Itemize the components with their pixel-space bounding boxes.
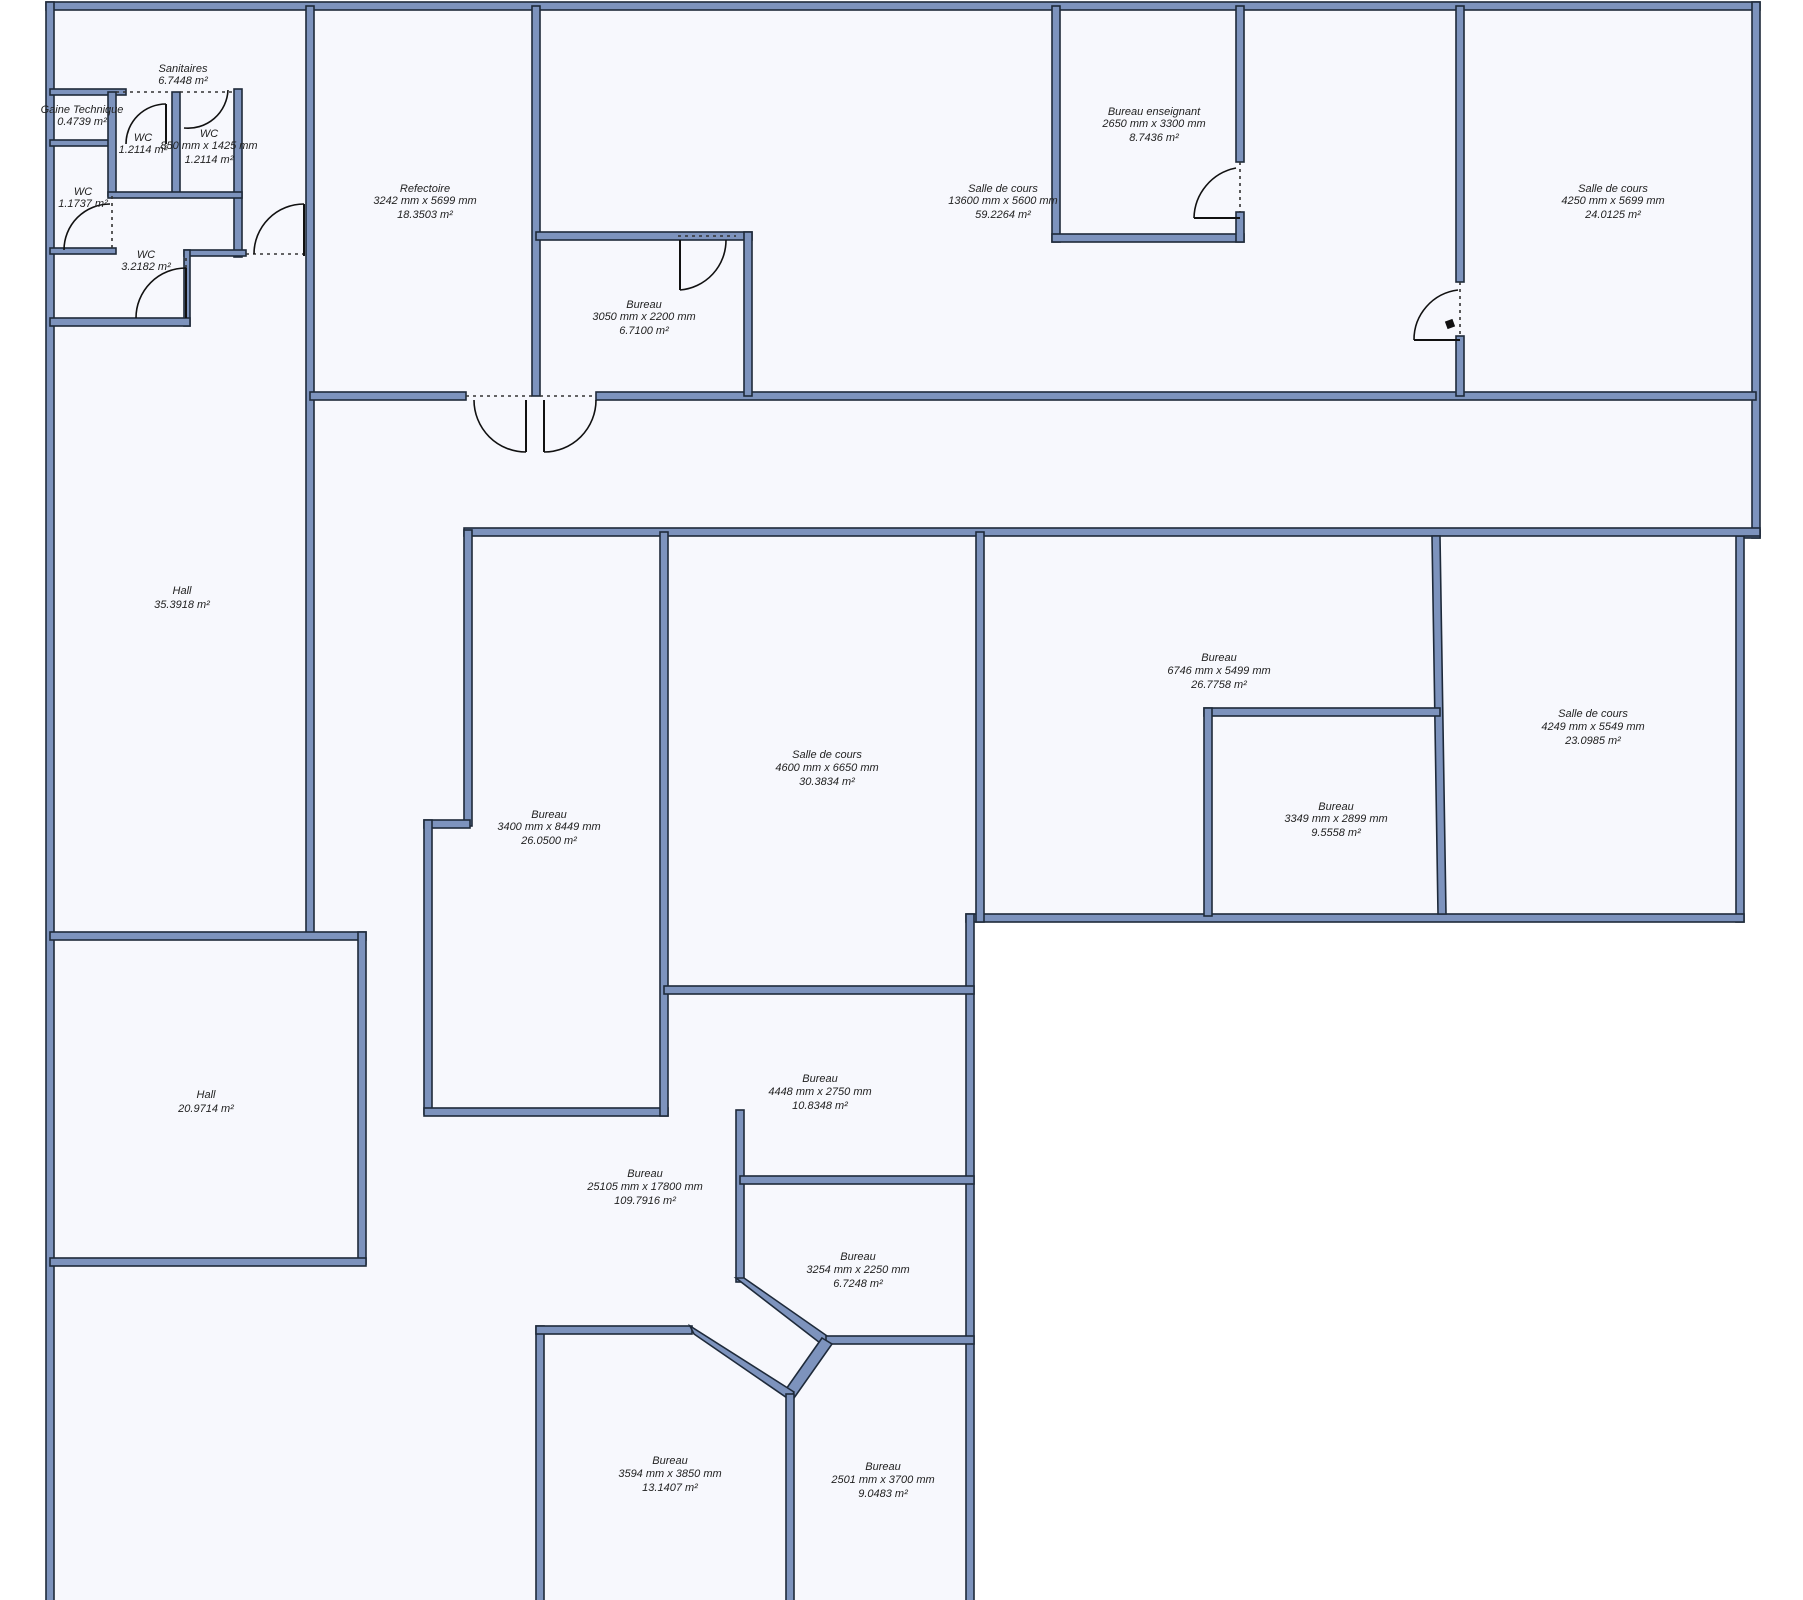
room-name: Bureau <box>627 1168 662 1180</box>
door-bureau-enseignant <box>1193 162 1241 219</box>
room-area: 26.7758 m² <box>1190 679 1247 691</box>
room-label-refectoire: Refectoire 3242 mm x 5699 mm 18.3503 m² <box>373 183 476 221</box>
room-area: 24.0125 m² <box>1584 209 1641 221</box>
room-name: Gaine Technique <box>41 104 124 116</box>
room-label-wc-4: WC 3.2182 m² <box>121 249 171 273</box>
room-label-salle-de-cours-2: Salle de cours 4250 mm x 5699 mm 24.0125… <box>1561 183 1664 221</box>
room-dims: 2501 mm x 3700 mm <box>830 1474 934 1486</box>
door-salle-cours-1 <box>540 395 597 453</box>
room-label-salle-de-cours-3: Salle de cours 4600 mm x 6650 mm 30.3834… <box>775 749 878 788</box>
room-area: 30.3834 m² <box>799 776 855 788</box>
room-dims: 4600 mm x 6650 mm <box>775 762 878 774</box>
room-area: 9.0483 m² <box>858 1488 908 1500</box>
room-area: 20.9714 m² <box>177 1103 234 1115</box>
room-name: Refectoire <box>400 183 450 195</box>
room-label-bureau-5: Bureau 4448 mm x 2750 mm 10.8348 m² <box>768 1073 871 1112</box>
room-area: 6.7248 m² <box>833 1278 883 1290</box>
room-area: 10.8348 m² <box>792 1100 848 1112</box>
room-name: Bureau <box>1201 652 1236 664</box>
room-dims: 4249 mm x 5549 mm <box>1541 721 1644 733</box>
room-label-bureau-1: Bureau 3050 mm x 2200 mm 6.7100 m² <box>592 299 695 337</box>
room-area: 23.0985 m² <box>1564 735 1621 747</box>
room-label-sanitaires: Sanitaires 6.7448 m² <box>158 63 208 87</box>
room-label-wc-3: WC 1.1737 m² <box>58 186 108 210</box>
room-name: Bureau <box>1318 801 1353 813</box>
room-label-bureau-3: Bureau 6746 mm x 5499 mm 26.7758 m² <box>1167 652 1270 691</box>
room-name: Bureau <box>626 299 661 311</box>
room-dims: 3050 mm x 2200 mm <box>592 311 695 323</box>
room-label-bureau-8: Bureau 3594 mm x 3850 mm 13.1407 m² <box>618 1455 721 1494</box>
room-dims: 3400 mm x 8449 mm <box>497 821 600 833</box>
room-name: Hall <box>173 585 193 597</box>
room-name: Bureau <box>865 1461 900 1473</box>
room-area: 35.3918 m² <box>154 599 210 611</box>
room-name: WC <box>200 128 218 140</box>
room-dims: 3242 mm x 5699 mm <box>373 195 476 207</box>
room-name: Bureau <box>802 1073 837 1085</box>
room-name: Salle de cours <box>968 183 1038 195</box>
room-area: 0.4739 m² <box>57 116 107 128</box>
door-wc-3 <box>63 196 113 252</box>
door-bureau-1 <box>678 235 736 291</box>
room-area: 1.1737 m² <box>58 198 108 210</box>
room-label-wc-2: WC 850 mm x 1425 mm 1.2114 m² <box>160 128 257 166</box>
room-dims: 850 mm x 1425 mm <box>160 140 257 152</box>
room-name: WC <box>134 132 152 144</box>
room-dims: 25105 mm x 17800 mm <box>586 1181 703 1193</box>
room-label-bureau-4: Bureau 3349 mm x 2899 mm 9.5558 m² <box>1284 801 1387 839</box>
room-area: 109.7916 m² <box>614 1195 676 1207</box>
room-dims: 6746 mm x 5499 mm <box>1167 665 1270 677</box>
room-area: 26.0500 m² <box>520 835 577 847</box>
room-area: 9.5558 m² <box>1311 827 1361 839</box>
door-refectoire <box>466 395 534 453</box>
room-area: 1.2114 m² <box>119 144 168 156</box>
room-name: Bureau <box>840 1251 875 1263</box>
room-area: 59.2264 m² <box>975 209 1031 221</box>
room-name: Hall <box>197 1089 217 1101</box>
room-label-hall-1: Hall 35.3918 m² <box>154 585 210 611</box>
room-labels: Sanitaires 6.7448 m² Gaine Technique 0.4… <box>41 63 1665 1500</box>
room-dims: 3254 mm x 2250 mm <box>806 1264 909 1276</box>
room-label-bureau-7: Bureau 3254 mm x 2250 mm 6.7248 m² <box>806 1251 909 1290</box>
door-hall-1 <box>246 203 306 256</box>
room-name: Salle de cours <box>1558 708 1628 720</box>
room-label-bureau-2: Bureau 3400 mm x 8449 mm 26.0500 m² <box>497 809 600 847</box>
room-dims: 3349 mm x 2899 mm <box>1284 813 1387 825</box>
room-label-bureau-6: Bureau 25105 mm x 17800 mm 109.7916 m² <box>586 1168 703 1207</box>
room-name: Bureau <box>531 809 566 821</box>
room-name: Bureau enseignant <box>1108 106 1201 118</box>
room-label-hall-2: Hall 20.9714 m² <box>177 1089 234 1115</box>
room-area: 6.7100 m² <box>619 325 669 337</box>
door-salle-cours-2 <box>1413 282 1461 341</box>
room-dims: 13600 mm x 5600 mm <box>948 195 1057 207</box>
doors <box>63 89 1461 453</box>
room-label-gaine-technique: Gaine Technique 0.4739 m² <box>41 104 124 128</box>
room-area: 8.7436 m² <box>1129 132 1179 144</box>
room-name: Bureau <box>652 1455 687 1467</box>
room-dims: 4250 mm x 5699 mm <box>1561 195 1664 207</box>
room-label-salle-de-cours-4: Salle de cours 4249 mm x 5549 mm 23.0985… <box>1541 708 1644 747</box>
room-label-wc-1: WC 1.2114 m² <box>119 132 168 156</box>
room-name: Sanitaires <box>159 63 208 75</box>
room-name: Salle de cours <box>792 749 862 761</box>
room-name: Salle de cours <box>1578 183 1648 195</box>
room-label-bureau-9: Bureau 2501 mm x 3700 mm 9.0483 m² <box>830 1461 934 1500</box>
room-name: WC <box>137 249 155 261</box>
room-dims: 2650 mm x 3300 mm <box>1101 118 1205 130</box>
room-area: 1.2114 m² <box>185 154 234 166</box>
room-label-salle-de-cours-1: Salle de cours 13600 mm x 5600 mm 59.226… <box>948 183 1057 221</box>
room-dims: 4448 mm x 2750 mm <box>768 1086 871 1098</box>
room-label-bureau-enseignant: Bureau enseignant 2650 mm x 3300 mm 8.74… <box>1101 106 1205 144</box>
room-area: 6.7448 m² <box>158 75 208 87</box>
walls <box>45 1 1761 1600</box>
door-wc-2 <box>180 89 234 129</box>
room-name: WC <box>74 186 92 198</box>
room-area: 18.3503 m² <box>397 209 453 221</box>
door-wc-1 <box>116 91 172 145</box>
room-dims: 3594 mm x 3850 mm <box>618 1468 721 1480</box>
room-area: 3.2182 m² <box>121 261 171 273</box>
room-area: 13.1407 m² <box>642 1482 698 1494</box>
door-wc-4 <box>135 258 187 319</box>
